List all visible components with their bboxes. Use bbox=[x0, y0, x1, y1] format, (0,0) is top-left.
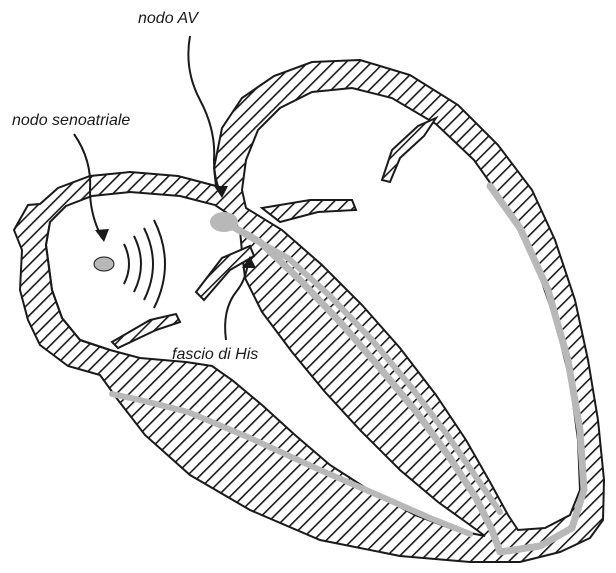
sa-node bbox=[94, 257, 114, 271]
sa-node-label: nodo senoatriale bbox=[12, 112, 130, 130]
signal-waves bbox=[124, 220, 165, 308]
heart-wall bbox=[14, 60, 604, 562]
av-node-label: nodo AV bbox=[138, 10, 198, 28]
his-bundle-label: fascio di His bbox=[172, 346, 258, 364]
